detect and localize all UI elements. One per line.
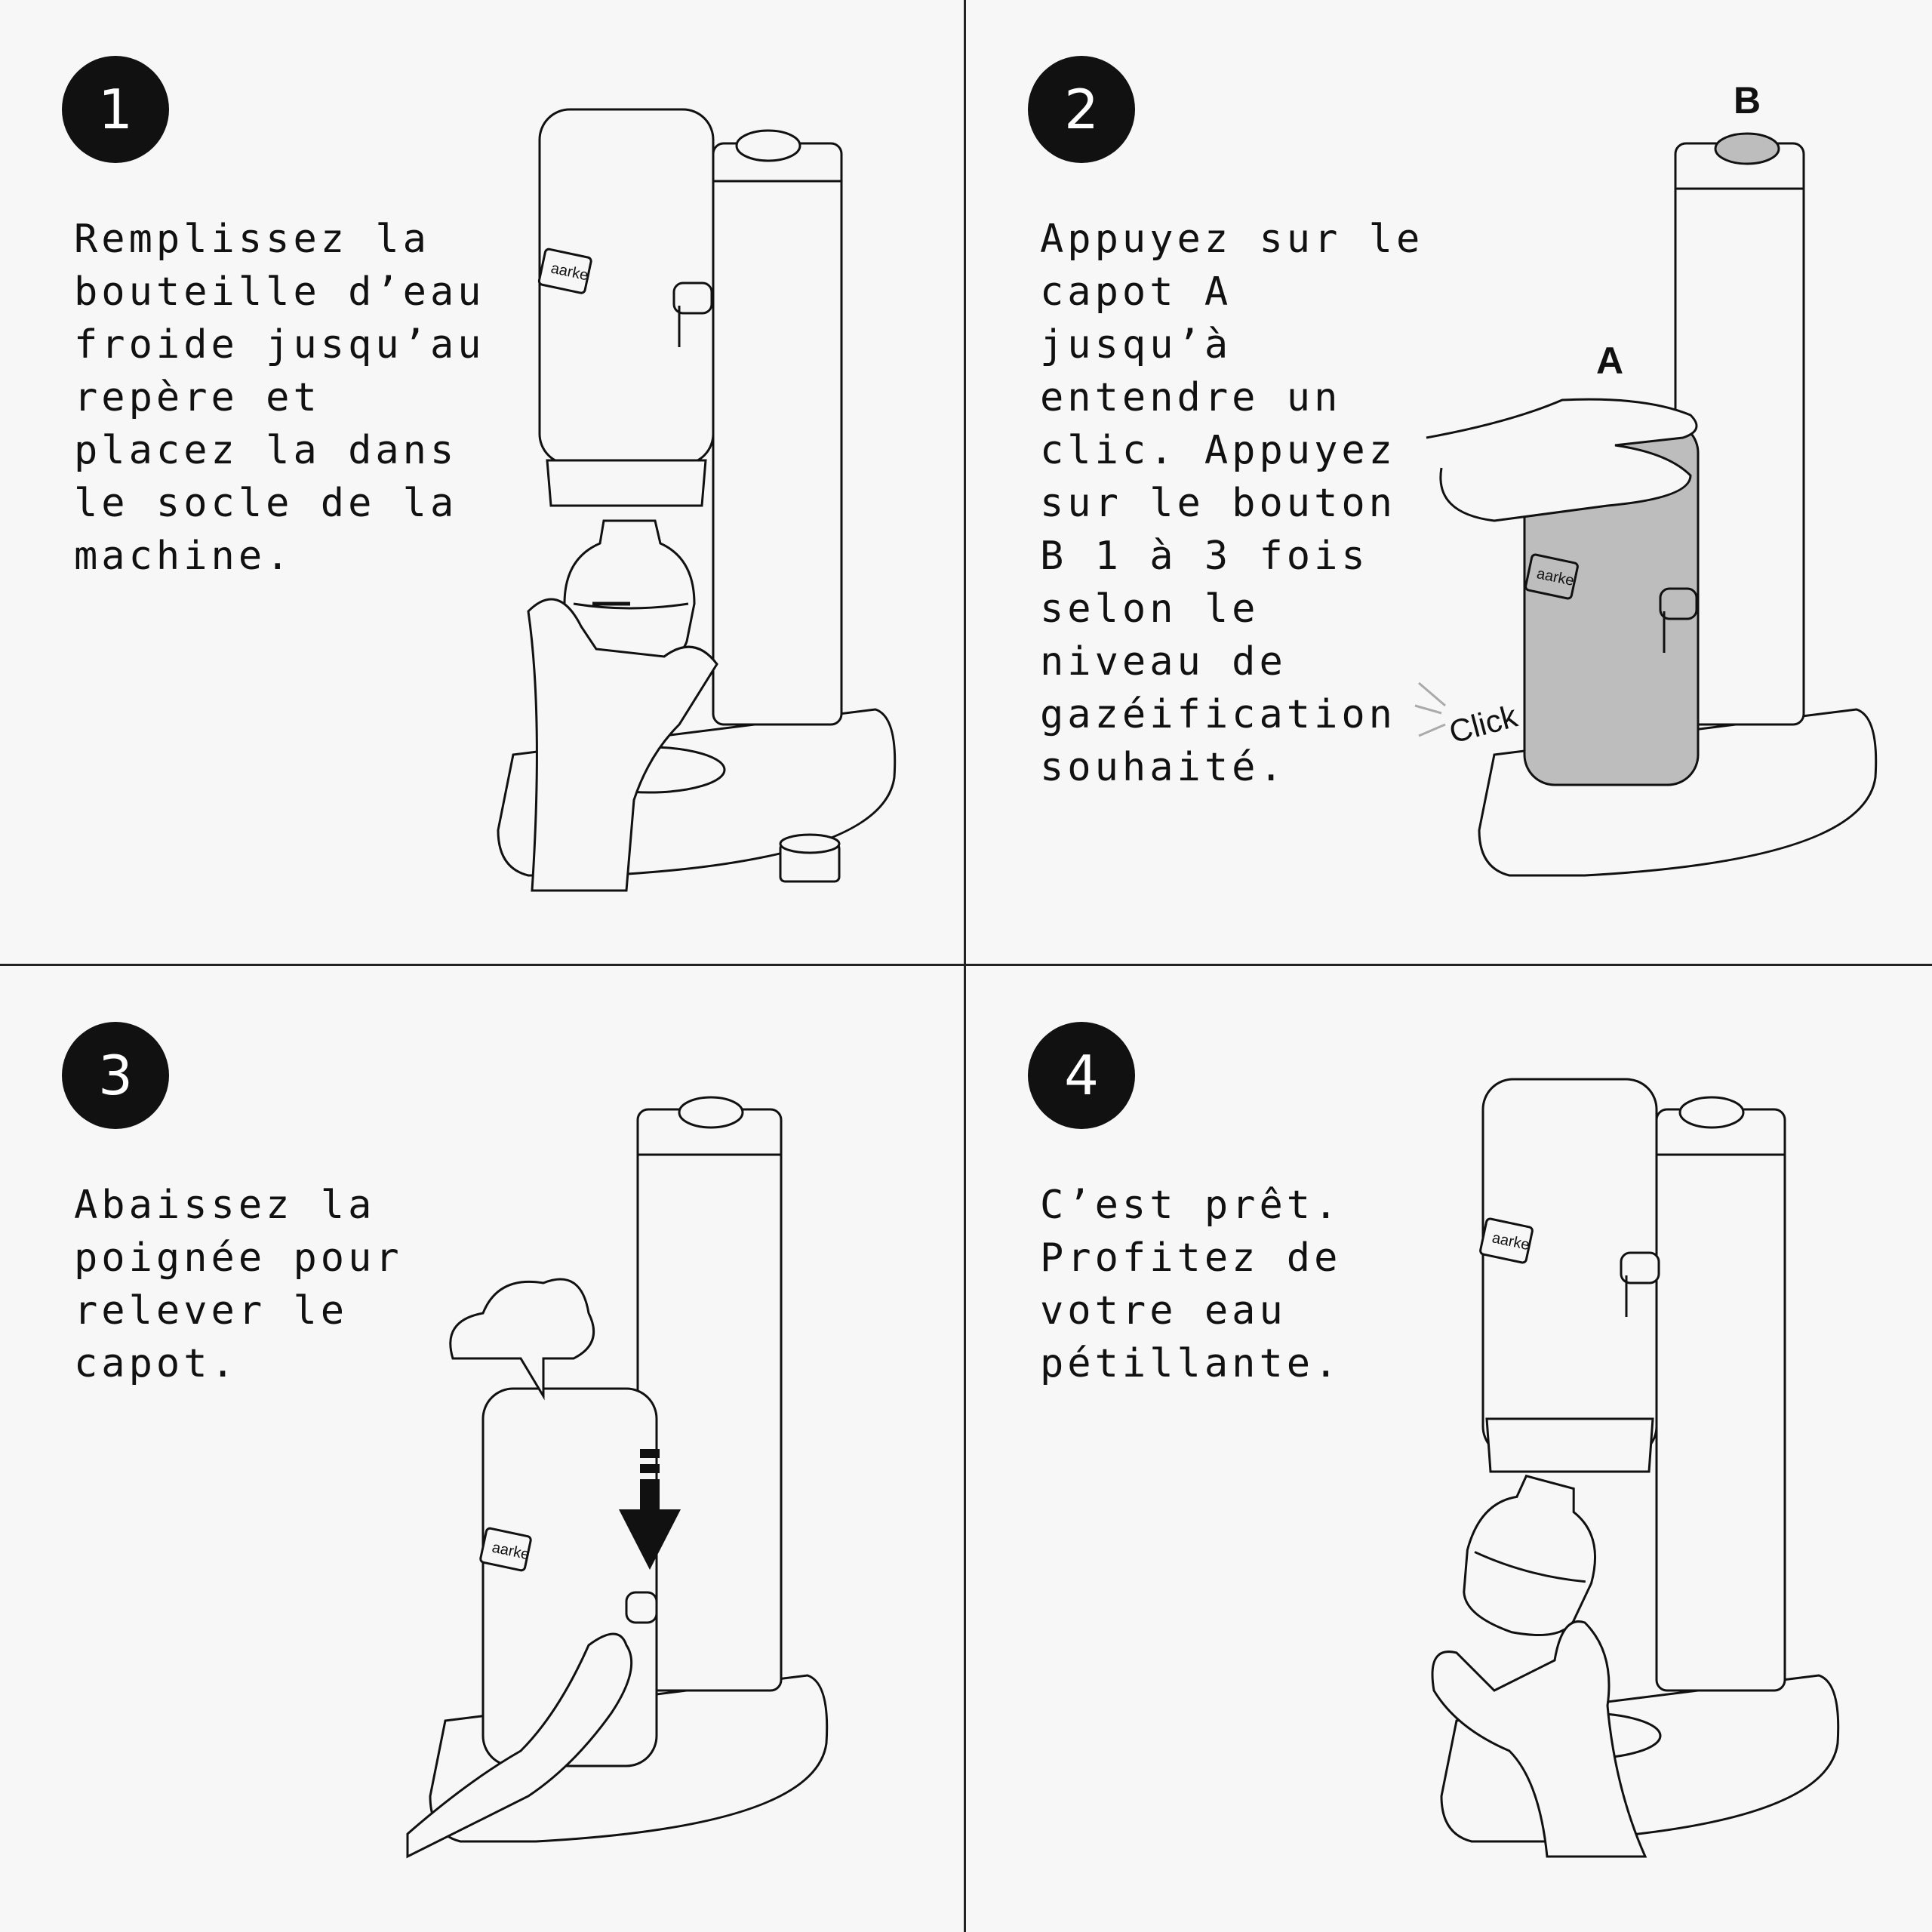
button-b-highlight: [1714, 132, 1780, 165]
click-label: Click: [1445, 697, 1521, 749]
step-2-illustration: aarke B A Click: [1414, 79, 1878, 877]
vertical-divider: [964, 0, 966, 1932]
step-2-number-badge: 2: [1028, 56, 1135, 163]
step-4-number-badge: 4: [1028, 1022, 1135, 1129]
down-arrow-icon: [619, 1449, 681, 1570]
step-4-panel: 4 C’est prêt. Profitez de votre eau péti…: [966, 966, 1932, 1932]
step-4-text: C’est prêt. Profitez de votre eau pétill…: [1040, 1183, 1342, 1386]
step-3-illustration: aarke: [406, 1096, 829, 1859]
step-2-panel: 2 Appuyez sur le capot A jusqu’à entendr…: [966, 0, 1932, 966]
step-1-text: Remplissez la bouteille d’eau froide jus…: [74, 217, 485, 579]
button-b-label: B: [1734, 79, 1761, 122]
step-1-illustration: aarke: [497, 108, 897, 892]
step-4-illustration: aarke: [1431, 1078, 1840, 1858]
step-3-number-badge: 3: [62, 1022, 169, 1129]
step-3-text: Abaissez la poignée pour relever le capo…: [74, 1183, 403, 1386]
step-3-panel: 3 Abaissez la poignée pour relever le ca…: [0, 966, 966, 1932]
step-1-panel: 1 Remplissez la bouteille d’eau froide j…: [0, 0, 966, 966]
step-2-text: Appuyez sur le capot A jusqu’à entendre …: [1040, 217, 1424, 790]
horizontal-divider: [0, 964, 1932, 966]
cap-a-label: A: [1596, 340, 1623, 382]
step-1-number-badge: 1: [62, 56, 169, 163]
